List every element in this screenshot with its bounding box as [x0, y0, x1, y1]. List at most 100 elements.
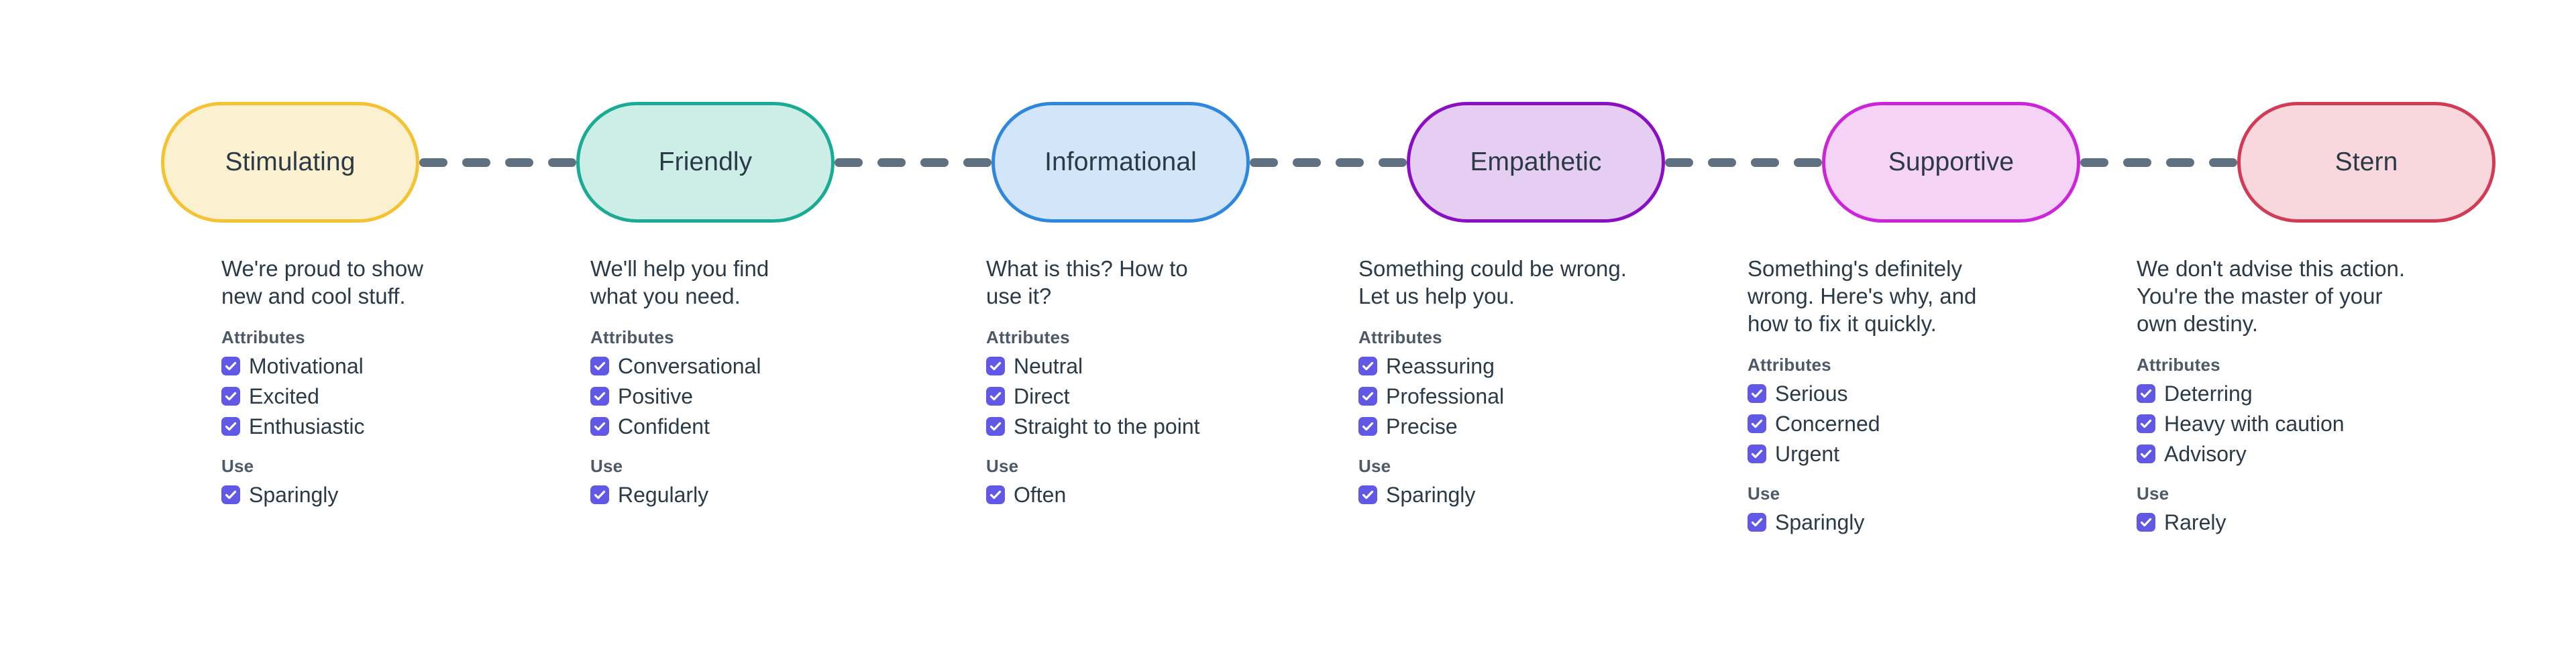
- connector-dash: [1708, 158, 1736, 167]
- tone-use-item[interactable]: Sparingly: [221, 483, 423, 507]
- tone-use-item[interactable]: Regularly: [590, 483, 769, 507]
- tone-use-item[interactable]: Sparingly: [1358, 483, 1627, 507]
- tone-use-item[interactable]: Often: [986, 483, 1200, 507]
- tone-description: We're proud to show new and cool stuff.: [221, 256, 424, 308]
- tone-attributes-heading: Attributes: [1748, 355, 1831, 375]
- checkbox-checked-icon[interactable]: [1358, 387, 1377, 406]
- checkbox-checked-icon[interactable]: [590, 357, 609, 375]
- tone-attributes-item[interactable]: Deterring: [2137, 381, 2405, 406]
- checkbox-checked-icon[interactable]: [221, 417, 240, 436]
- checkbox-checked-icon[interactable]: [590, 387, 609, 406]
- tone-pill-label: Stern: [2334, 148, 2398, 176]
- tone-attributes-item[interactable]: Enthusiastic: [221, 414, 423, 438]
- tone-pill-stimulating[interactable]: Stimulating: [161, 102, 419, 223]
- checkbox-checked-icon[interactable]: [221, 357, 240, 375]
- tone-attributes-item[interactable]: Serious: [1748, 381, 1976, 406]
- checkbox-checked-icon[interactable]: [2137, 513, 2155, 532]
- tone-attributes-label: Concerned: [1775, 412, 1880, 436]
- tone-attributes-label: Precise: [1386, 414, 1458, 438]
- checkbox-checked-icon[interactable]: [1748, 513, 1766, 532]
- connector-dash: [963, 158, 991, 167]
- tone-pill-supportive[interactable]: Supportive: [1822, 102, 2080, 223]
- tone-attributes-label: Reassuring: [1386, 354, 1495, 378]
- checkbox-checked-icon[interactable]: [2137, 384, 2155, 403]
- tone-pill-empathetic[interactable]: Empathetic: [1407, 102, 1665, 223]
- checkbox-checked-icon[interactable]: [1358, 485, 1377, 504]
- tone-use-label: Rarely: [2164, 510, 2226, 534]
- tone-attributes-item[interactable]: Positive: [590, 384, 769, 408]
- tone-attributes-item[interactable]: Advisory: [2137, 442, 2405, 466]
- tone-connector-5: [2080, 158, 2237, 167]
- tone-pill-label: Stimulating: [225, 148, 356, 176]
- tone-column-stern: We don't advise this action. You're the …: [2137, 255, 2405, 540]
- tone-connector-3: [1250, 158, 1407, 167]
- tone-use-item[interactable]: Sparingly: [1748, 510, 1976, 534]
- tone-attributes-label: Urgent: [1775, 442, 1840, 466]
- checkbox-checked-icon[interactable]: [986, 387, 1005, 406]
- tone-attributes-label: Heavy with caution: [2164, 412, 2345, 436]
- checkbox-checked-icon[interactable]: [221, 485, 240, 504]
- tone-pill-friendly[interactable]: Friendly: [576, 102, 835, 223]
- checkbox-checked-icon[interactable]: [2137, 414, 2155, 433]
- checkbox-checked-icon[interactable]: [986, 485, 1005, 504]
- tone-attributes-item[interactable]: Heavy with caution: [2137, 412, 2405, 436]
- tone-attributes-item[interactable]: Neutral: [986, 354, 1200, 378]
- connector-dash: [419, 158, 447, 167]
- checkbox-checked-icon[interactable]: [986, 357, 1005, 375]
- checkbox-checked-icon[interactable]: [1748, 384, 1766, 403]
- tone-use-item[interactable]: Rarely: [2137, 510, 2405, 534]
- tone-attributes-item[interactable]: Professional: [1358, 384, 1627, 408]
- checkbox-checked-icon[interactable]: [221, 387, 240, 406]
- tone-attributes-item[interactable]: Direct: [986, 384, 1200, 408]
- tone-use-heading: Use: [590, 456, 623, 476]
- connector-dash: [1336, 158, 1364, 167]
- checkbox-checked-icon[interactable]: [1358, 357, 1377, 375]
- tone-pill-informational[interactable]: Informational: [991, 102, 1250, 223]
- tone-pill-stern[interactable]: Stern: [2237, 102, 2496, 223]
- tone-description: What is this? How to use it?: [986, 256, 1188, 308]
- tone-attributes-label: Enthusiastic: [249, 414, 365, 438]
- checkbox-checked-icon[interactable]: [986, 417, 1005, 436]
- tone-attributes-item[interactable]: Excited: [221, 384, 423, 408]
- connector-dash: [462, 158, 490, 167]
- tone-attributes-item[interactable]: Confident: [590, 414, 769, 438]
- tone-attributes-item[interactable]: Conversational: [590, 354, 769, 378]
- connector-dash: [835, 158, 863, 167]
- checkbox-checked-icon[interactable]: [590, 485, 609, 504]
- tone-attributes-item[interactable]: Urgent: [1748, 442, 1976, 466]
- connector-dash: [1379, 158, 1407, 167]
- tone-attributes-item[interactable]: Straight to the point: [986, 414, 1200, 438]
- checkbox-checked-icon[interactable]: [590, 417, 609, 436]
- tone-attributes-item[interactable]: Precise: [1358, 414, 1627, 438]
- tone-attributes-item[interactable]: Motivational: [221, 354, 423, 378]
- tone-pill-label: Supportive: [1888, 148, 2015, 176]
- tone-attributes-item[interactable]: Concerned: [1748, 412, 1976, 436]
- tone-attributes-item[interactable]: Reassuring: [1358, 354, 1627, 378]
- checkbox-checked-icon[interactable]: [1748, 445, 1766, 463]
- connector-dash: [548, 158, 576, 167]
- tone-connector-4: [1665, 158, 1822, 167]
- tone-connector-1: [419, 158, 576, 167]
- checkbox-checked-icon[interactable]: [2137, 445, 2155, 463]
- tone-use-label: Sparingly: [1386, 483, 1476, 507]
- tone-use-heading: Use: [986, 456, 1019, 476]
- tone-description: We'll help you find what you need.: [590, 256, 769, 308]
- connector-dash: [1751, 158, 1779, 167]
- tone-pill-row: Stimulating Friendly Informational Empathet…: [161, 102, 2496, 223]
- checkbox-checked-icon[interactable]: [1748, 414, 1766, 433]
- connector-dash: [2080, 158, 2108, 167]
- checkbox-checked-icon[interactable]: [1358, 417, 1377, 436]
- connector-dash: [1665, 158, 1693, 167]
- tone-attributes-label: Excited: [249, 384, 319, 408]
